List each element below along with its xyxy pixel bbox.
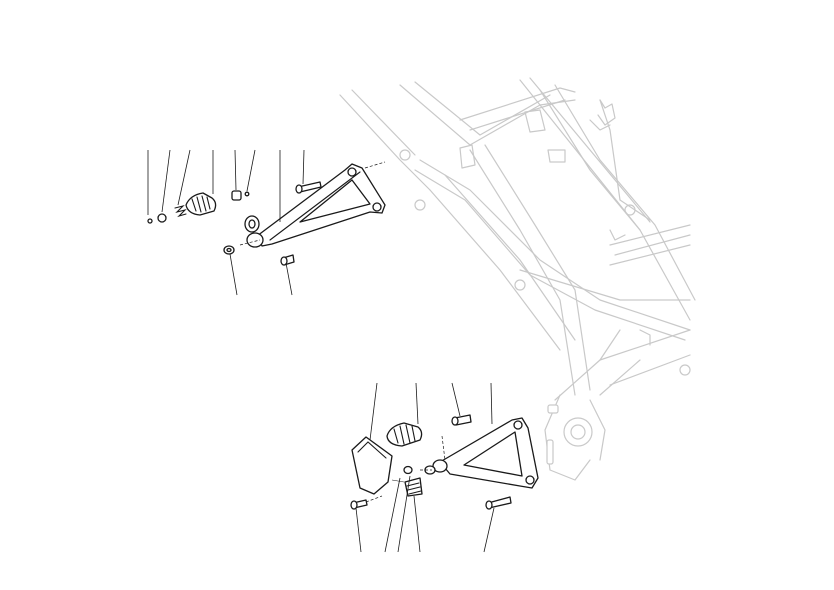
upper-callout-leaders [147, 149, 305, 296]
lower-left-bolt [350, 499, 368, 510]
upper-spring [174, 204, 187, 218]
upper-pivot [244, 215, 264, 248]
lower-callout-leaders [355, 382, 495, 553]
upper-plate [231, 190, 242, 201]
lower-top-pin [451, 414, 472, 426]
upper-nut [223, 245, 235, 255]
lower-washer [403, 465, 413, 475]
lower-footpeg-rubber [386, 422, 423, 447]
upper-top-bolt [295, 181, 322, 194]
upper-ball [147, 218, 153, 224]
upper-footpeg-assembly [147, 149, 386, 296]
upper-footpeg-bracket [256, 163, 386, 247]
lower-footpeg-bracket [439, 417, 539, 489]
upper-washer [157, 213, 167, 223]
upper-lower-pin [280, 254, 295, 266]
upper-footpeg-rubber [185, 192, 217, 216]
lower-right-bolt [485, 496, 512, 510]
lower-footpeg-assembly [350, 382, 539, 553]
motorcycle-frame [339, 77, 696, 481]
heel-guard [351, 436, 393, 495]
upper-small-ball [244, 191, 250, 197]
lower-pivot [424, 459, 448, 475]
